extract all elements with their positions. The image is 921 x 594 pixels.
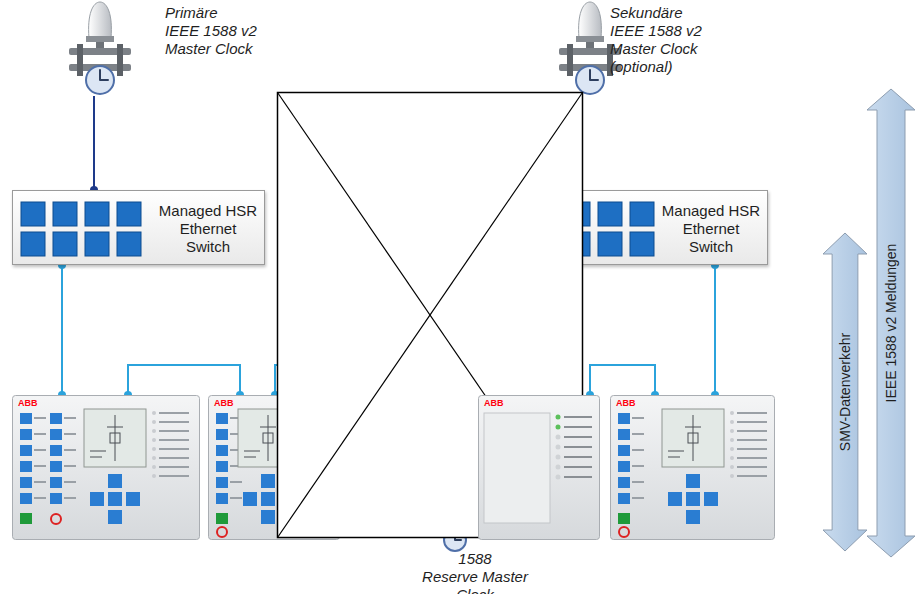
clock-label: 1588 Reserve Master Clock <box>420 550 530 594</box>
ethernet-switch: Managed HSR Ethernet Switch <box>12 190 265 265</box>
master-clock: Sekundäre IEEE 1588 v2 Master Clock (opt… <box>555 0 765 96</box>
clock-label: Sekundäre IEEE 1588 v2 Master Clock (opt… <box>610 4 740 76</box>
connector <box>711 261 719 399</box>
device-panel <box>12 395 200 540</box>
device-panel <box>478 395 600 540</box>
connector <box>586 365 659 399</box>
arrow-label: SMV-Datenverkehr <box>837 333 853 451</box>
device-panel <box>610 395 775 540</box>
traffic-arrow: SMV-Datenverkehr <box>822 232 868 552</box>
connector-line <box>128 365 240 395</box>
switch-label: Managed HSR Ethernet Switch <box>153 202 263 256</box>
connector-line <box>590 365 655 395</box>
protection-relay: ABB <box>208 395 340 540</box>
brand-logo: ABB <box>18 397 48 409</box>
clock-label: Primäre IEEE 1588 v2 Master Clock <box>165 4 295 58</box>
switch-label: Managed HSR Ethernet Switch <box>656 202 766 256</box>
connector <box>58 261 66 399</box>
brand-logo: ABB <box>214 397 244 409</box>
brand-logo: ABB <box>616 397 646 409</box>
ethernet-switch: Managed HSR Ethernet Switch <box>525 190 768 265</box>
arrow-label: IEEE 1588 v2 Meldungen <box>883 244 899 403</box>
brand-logo: ABB <box>484 397 514 409</box>
connector-line <box>714 265 716 395</box>
traffic-arrow: IEEE 1588 v2 Meldungen <box>866 88 916 558</box>
connector-line <box>93 96 95 190</box>
merging-unit: ABB <box>478 395 600 540</box>
device-panel <box>208 395 340 540</box>
gps-clock-icon <box>65 0 135 96</box>
connector-line <box>61 265 63 395</box>
connector <box>271 365 504 399</box>
connector-line <box>275 365 500 395</box>
connector <box>90 96 98 194</box>
master-clock: Primäre IEEE 1588 v2 Master Clock <box>65 0 300 96</box>
protection-relay: ABB <box>610 395 775 540</box>
connector <box>124 365 244 399</box>
protection-relay: ABB <box>12 395 200 540</box>
